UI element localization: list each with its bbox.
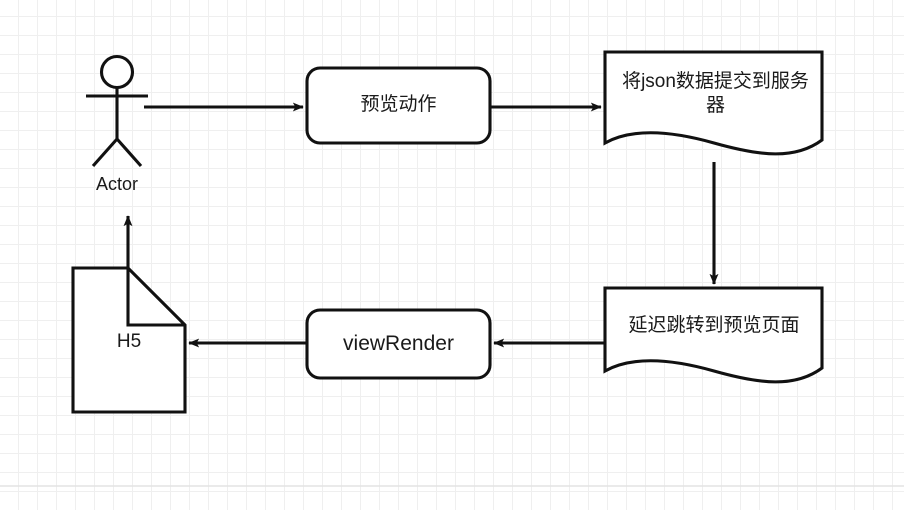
actor-figure bbox=[86, 54, 148, 168]
node-delay-redirect-shape[interactable] bbox=[603, 286, 824, 384]
node-preview-action-shape[interactable] bbox=[305, 66, 492, 145]
node-view-render-shape[interactable] bbox=[305, 308, 492, 380]
node-h5-page-shape[interactable] bbox=[71, 266, 187, 414]
node-submit-json-shape[interactable] bbox=[603, 50, 824, 156]
